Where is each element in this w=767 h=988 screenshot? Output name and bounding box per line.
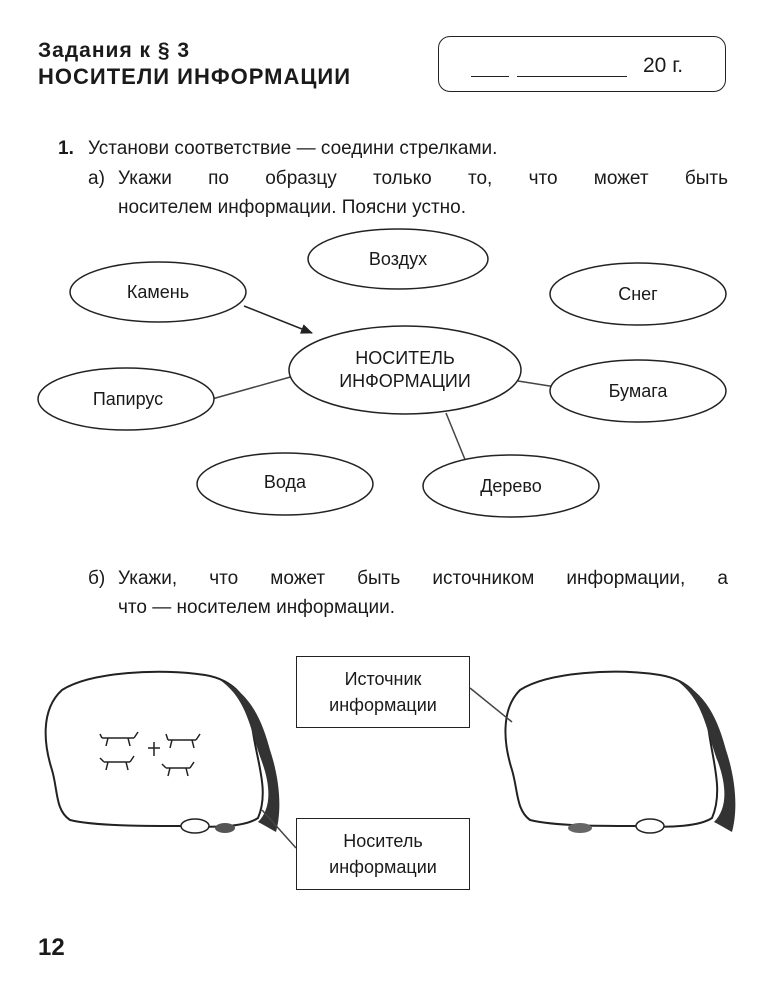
part-a-marker: а) — [88, 168, 105, 189]
part-b-line1: Укажи, что может быть источником информа… — [118, 568, 728, 589]
line-papyrus — [211, 375, 295, 400]
oval-stone[interactable] — [69, 261, 247, 323]
source-box[interactable]: Источник информации — [296, 656, 470, 728]
oval-water-label: Вода — [263, 472, 307, 492]
task-instruction: Установи соответствие — соедини стрелкам… — [88, 138, 498, 159]
part-a-line2: носителем информации. Поясни устно. — [118, 197, 466, 218]
date-day-line[interactable] — [471, 76, 509, 77]
oval-wood-label: Дерево — [480, 476, 542, 496]
oval-snow[interactable] — [549, 262, 727, 326]
oval-air-label: Воздух — [368, 249, 428, 269]
oval-stone-label: Камень — [126, 282, 190, 302]
oval-center-label-1: НОСИТЕЛЬ — [355, 348, 455, 368]
page-title: НОСИТЕЛИ ИНФОРМАЦИИ — [38, 64, 352, 89]
carrier-box-line2: информации — [329, 857, 437, 877]
oval-air[interactable] — [307, 228, 489, 290]
oval-center[interactable] — [288, 325, 522, 415]
part-b-marker: б) — [88, 568, 106, 589]
task-number: 1. — [58, 138, 74, 159]
oval-center-label-2: ИНФОРМАЦИИ — [339, 371, 471, 391]
oval-water[interactable] — [196, 452, 374, 516]
source-box-line1: Источник — [344, 669, 422, 689]
carrier-box[interactable]: Носитель информации — [296, 818, 470, 890]
line-carrier-box — [261, 809, 297, 849]
arrow-stone-to-center — [243, 305, 313, 334]
line-source-box — [469, 687, 513, 723]
blank-stone-image — [504, 670, 736, 834]
oval-paper-label: Бумага — [608, 381, 668, 401]
line-paper — [517, 380, 557, 388]
oval-wood[interactable] — [422, 454, 600, 518]
date-year-label: 20 г. — [643, 54, 684, 77]
oval-papyrus[interactable] — [37, 367, 215, 431]
part-b-line2: что — носителем информации. — [118, 597, 395, 618]
date-month-line[interactable] — [517, 76, 627, 77]
source-box-line2: информации — [329, 695, 437, 715]
date-box: 20 г. — [438, 36, 726, 92]
stone-with-drawings-image — [44, 670, 280, 834]
oval-papyrus-label: Папирус — [92, 389, 164, 409]
oval-paper[interactable] — [549, 359, 727, 423]
oval-snow-label: Снег — [618, 284, 658, 304]
line-wood — [445, 412, 467, 463]
carrier-box-line1: Носитель — [343, 831, 423, 851]
section-label: Задания к § 3 — [38, 39, 191, 62]
page-number: 12 — [38, 934, 65, 961]
part-a-line1: Укажи по образцу только то, что может бы… — [118, 168, 728, 189]
